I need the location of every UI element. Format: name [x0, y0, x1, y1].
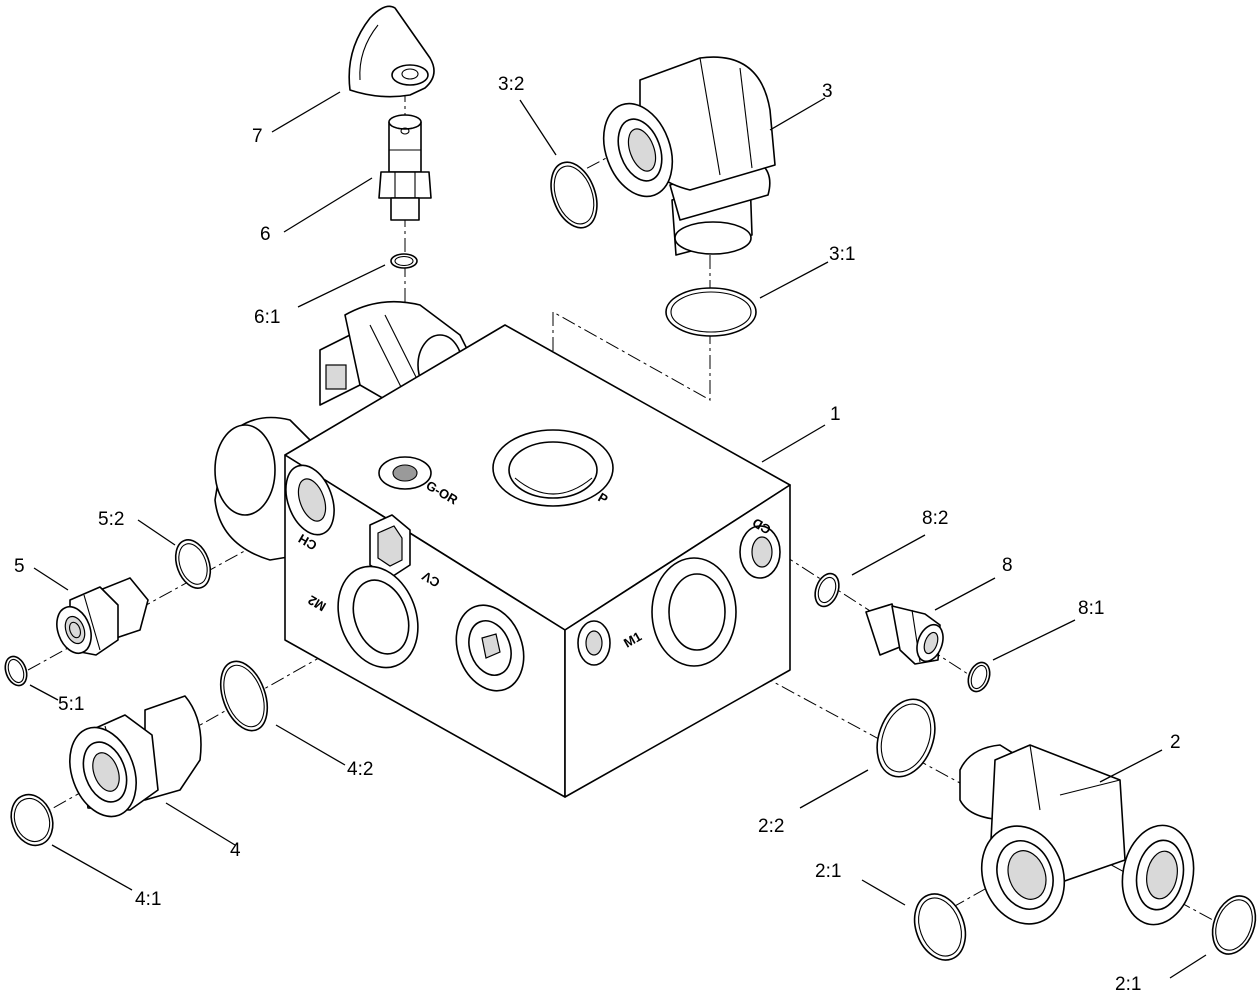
- callout-2-1-left: 2:1: [815, 861, 841, 882]
- tee-fitting: [959, 744, 1195, 926]
- straight-fitting-5: [56, 577, 149, 656]
- callout-2-2: 2:2: [758, 816, 784, 837]
- straight-fitting-8: [865, 603, 944, 665]
- straight-fitting-4: [69, 695, 202, 818]
- elbow-fitting: [602, 56, 776, 256]
- callout-2: 2: [1170, 732, 1181, 753]
- callout-4: 4: [230, 840, 241, 861]
- dust-cap: [348, 5, 435, 98]
- callout-3: 3: [822, 81, 833, 102]
- cv-plug: [369, 514, 411, 579]
- callout-8: 8: [1002, 555, 1013, 576]
- callout-2-1-right: 2:1: [1115, 974, 1141, 995]
- callout-4-1: 4:1: [135, 889, 161, 910]
- manifold-block: G-OR P CH CV M2 CD M1: [214, 300, 791, 798]
- callout-6-1: 6:1: [254, 307, 280, 328]
- callout-4-2: 4:2: [347, 759, 373, 780]
- callout-3-1: 3:1: [829, 244, 855, 265]
- callout-6: 6: [260, 224, 271, 245]
- callout-8-2: 8:2: [922, 508, 948, 529]
- callout-7: 7: [252, 126, 263, 147]
- callout-5-2: 5:2: [98, 509, 124, 530]
- o-rings: [4, 161, 1257, 961]
- callout-3-2: 3:2: [498, 74, 524, 95]
- test-fitting: [378, 114, 432, 221]
- leader-lines: [29, 91, 1207, 979]
- callout-5-1: 5:1: [58, 694, 84, 715]
- callout-1: 1: [830, 404, 841, 425]
- callout-5: 5: [14, 556, 25, 577]
- callout-8-1: 8:1: [1078, 598, 1104, 619]
- callouts: 1 2 2:1 2:1 2:2 3 3:1 3:2 4 4:1 4:2 5 5:…: [14, 74, 1181, 995]
